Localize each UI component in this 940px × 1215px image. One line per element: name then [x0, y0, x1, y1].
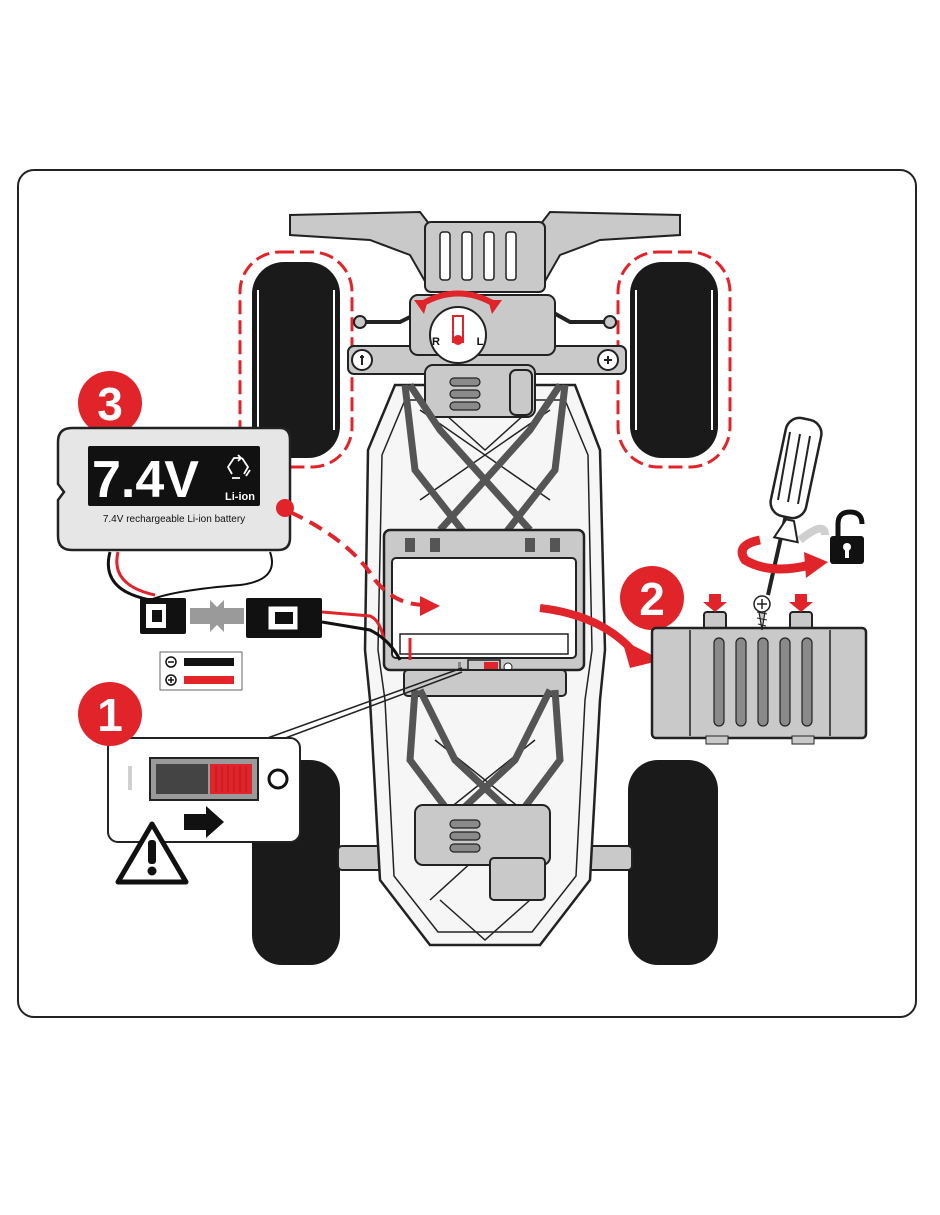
step-1-switch-group: 1: [78, 667, 463, 885]
dial-label-left: R: [432, 336, 440, 348]
padlock-unlocked-icon: [830, 509, 865, 564]
battery-voltage: 7.4V: [92, 451, 199, 509]
step-3-battery-group: 3 7.4V Li-ion 7.4V rechargeable Li-ion b…: [56, 371, 440, 691]
power-switch-slider: [210, 764, 252, 794]
step-2-badge: [620, 566, 684, 630]
steering-trim-dial: R L: [414, 290, 502, 364]
battery-connector: [140, 598, 402, 661]
battery-chemistry: Li-ion: [225, 491, 255, 503]
battery-description: 7.4V rechargeable Li-ion battery: [103, 514, 245, 525]
power-indicator: [267, 768, 289, 790]
arrow-right-icon: [184, 806, 224, 838]
step-1-number: 1: [97, 689, 123, 741]
battery-cover: [650, 594, 868, 745]
step-2-number: 2: [639, 573, 665, 625]
dial-label-right: L: [477, 336, 484, 348]
rear-right-tire: [628, 760, 718, 965]
step-2-cover-group: 2: [539, 416, 868, 745]
step-1-badge: [78, 682, 142, 746]
polarity-legend: [159, 651, 243, 691]
step-3-number: 3: [97, 378, 123, 430]
recycle-icon: [226, 454, 251, 479]
rc-vehicle-top-view: R L: [238, 210, 732, 965]
screwdriver-icon: [766, 416, 823, 596]
step-3-badge: [78, 371, 142, 435]
front-right-tire: [616, 250, 732, 469]
cover-screw: [753, 595, 771, 631]
warning-icon: [115, 821, 189, 885]
